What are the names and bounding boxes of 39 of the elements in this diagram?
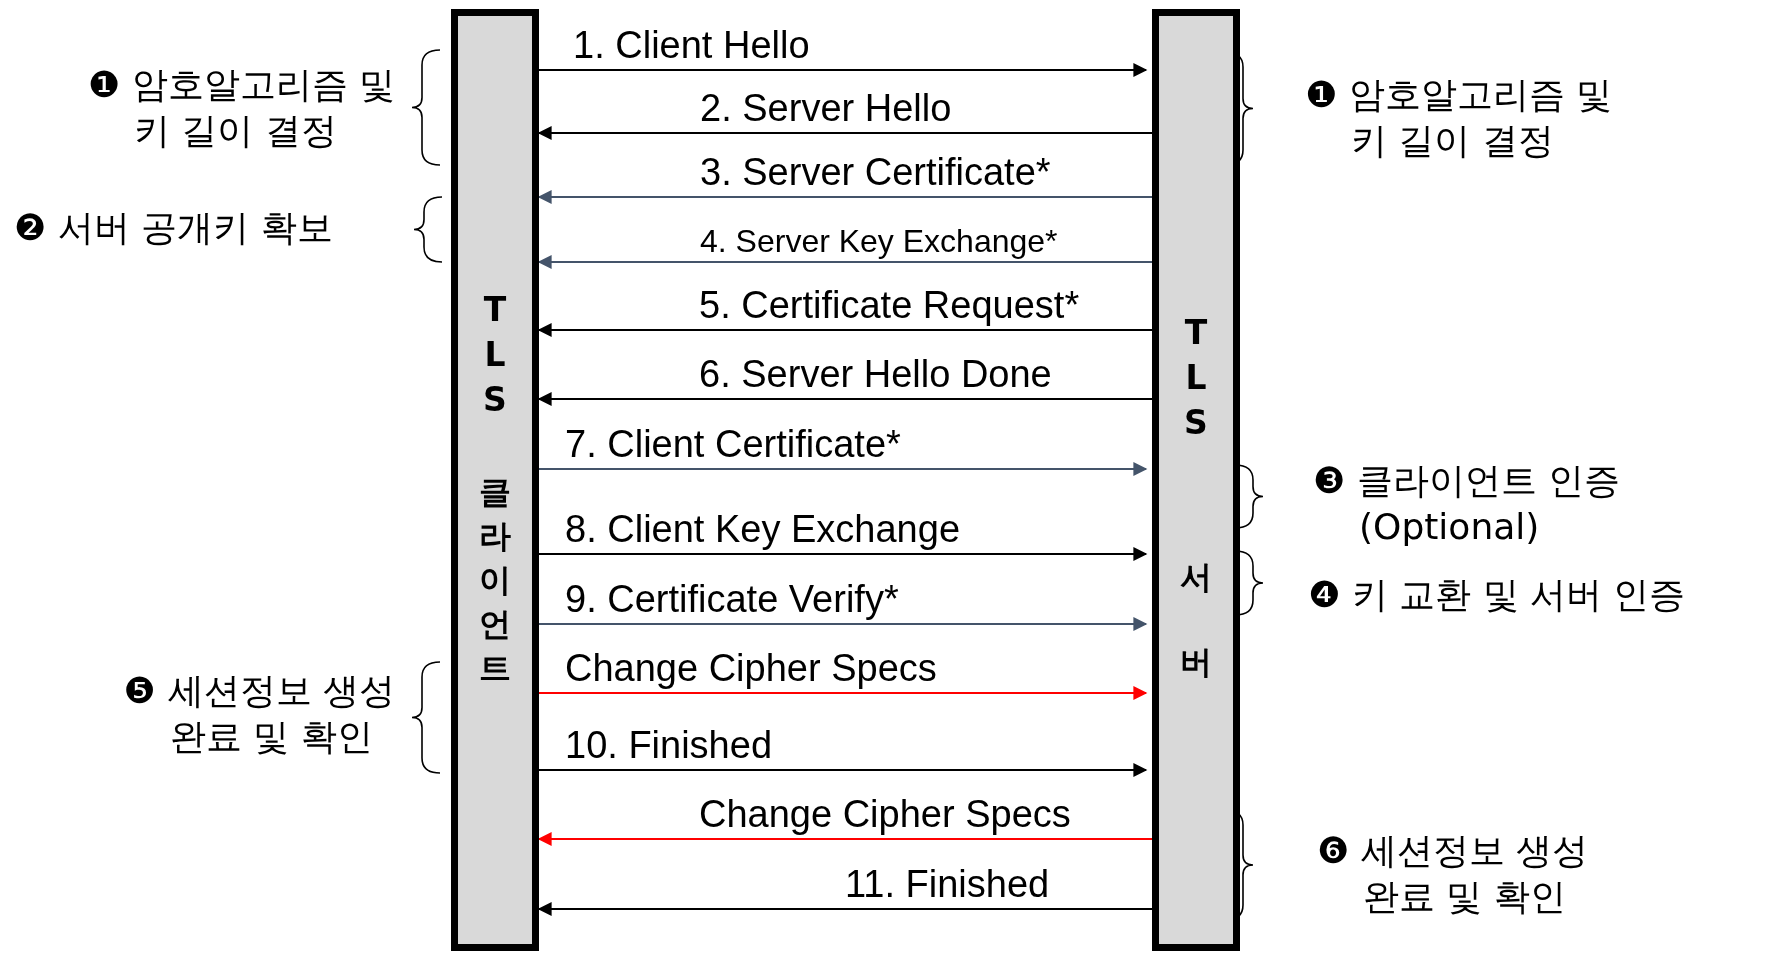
message-label: Change Cipher Specs xyxy=(565,648,937,690)
annotation-text: ❶ 암호알고리즘 및 키 길이 결정 xyxy=(1305,73,1614,164)
arrow xyxy=(539,63,1148,77)
message-label: 6. Server Hello Done xyxy=(699,354,1052,396)
lifeline-bar xyxy=(451,9,539,951)
annotation-text: ❻ 세션정보 생성 완료 및 확인 xyxy=(1317,829,1590,920)
message-label: 7. Client Certificate* xyxy=(565,424,901,466)
lifeline-label: TLS xyxy=(482,289,508,421)
lifeline-label: 클라이언트 xyxy=(478,472,512,689)
arrow xyxy=(539,462,1148,476)
arrow xyxy=(537,323,1152,337)
arrow xyxy=(537,902,1152,916)
arrow xyxy=(539,547,1148,561)
arrow xyxy=(539,763,1148,777)
message-label: 10. Finished xyxy=(565,725,772,767)
message-label: 3. Server Certificate* xyxy=(700,152,1051,194)
arrow xyxy=(537,255,1152,269)
annotation-text: ❸ 클라이언트 인증 (Optional) xyxy=(1313,459,1622,550)
arrow xyxy=(537,126,1152,140)
arrow xyxy=(537,832,1152,846)
lifeline-label: 서버 xyxy=(1179,557,1213,683)
annotation-text: ❹ 키 교환 및 서버 인증 xyxy=(1308,573,1686,617)
arrow xyxy=(537,392,1152,406)
annotation-text: ❺ 세션정보 생성 완료 및 확인 xyxy=(123,669,396,760)
message-label: 5. Certificate Request* xyxy=(699,285,1080,327)
arrow xyxy=(539,686,1148,700)
annotation-text: ❶ 암호알고리즘 및 키 길이 결정 xyxy=(87,63,396,154)
message-label: 9. Certificate Verify* xyxy=(565,579,899,621)
lifeline-label: TLS xyxy=(1183,312,1209,444)
message-label: 1. Client Hello xyxy=(573,25,810,67)
message-label: 11. Finished xyxy=(845,864,1050,906)
message-label: 4. Server Key Exchange* xyxy=(700,223,1058,259)
annotation-text: ❷ 서버 공개키 확보 xyxy=(14,206,333,250)
message-label: Change Cipher Specs xyxy=(699,794,1071,836)
message-label: 2. Server Hello xyxy=(700,88,952,130)
arrow xyxy=(537,190,1152,204)
arrow xyxy=(539,617,1148,631)
message-label: 8. Client Key Exchange xyxy=(565,509,960,551)
lifeline-bar xyxy=(1152,9,1240,951)
